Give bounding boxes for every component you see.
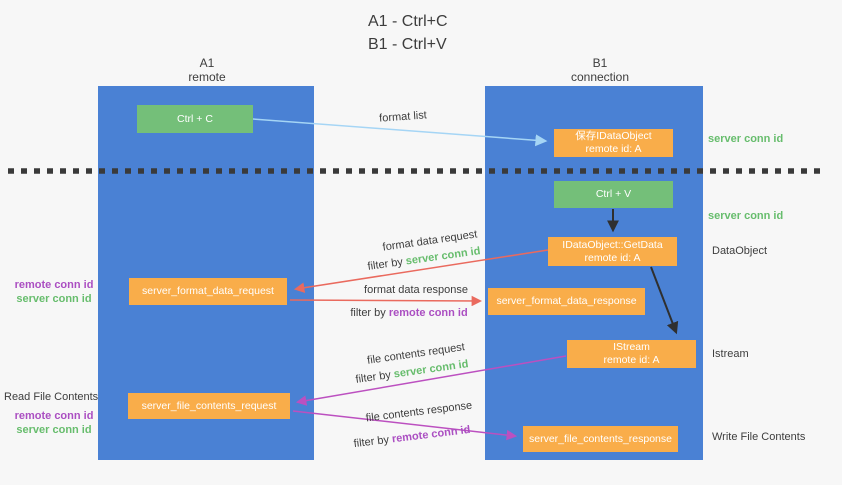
write-file-contents-label: Write File Contents [712, 431, 806, 443]
server-conn-id-left-bottom-label: server conn id [16, 424, 92, 436]
read-file-contents-label: Read File Contents [4, 391, 99, 403]
getdata-line1: IDataObject::GetData [562, 238, 663, 251]
server-format-data-response-box: server_format_data_response [488, 288, 645, 315]
istream-line1: IStream [613, 341, 650, 353]
istream-box: IStream remote id: A [567, 340, 696, 368]
server-file-contents-request-box: server_file_contents_request [128, 393, 290, 419]
dataobject-label: DataObject [712, 245, 768, 257]
lane-a1-name: A1 [199, 56, 215, 70]
save-idataobject-line1: 保存IDataObject [575, 130, 652, 142]
lane-b1-subtitle: connection [570, 70, 630, 84]
idataobject-getdata-box: IDataObject::GetData remote id: A [548, 237, 677, 266]
ctrl-v-box: Ctrl + V [554, 181, 673, 208]
ctrl-c-label: Ctrl + C [177, 112, 213, 125]
a1-mid-conn-ids: remote conn id server conn id [8, 278, 100, 306]
server-file-contents-request-label: server_file_contents_request [141, 399, 277, 412]
server-conn-id-mid-label: server conn id [708, 210, 784, 222]
ctrl-v-label: Ctrl + V [595, 188, 632, 200]
remote-conn-id-bottom-label: remote conn id [14, 410, 94, 422]
lane-a1-subtitle: remote [188, 70, 226, 84]
server-conn-id-left-mid-label: server conn id [16, 293, 92, 305]
lane-header-b1: B1 connection [550, 56, 650, 84]
istream-line2: remote id: A [603, 354, 660, 366]
title-line1: A1 - Ctrl+C [368, 13, 448, 30]
server-conn-id-top-label: server conn id [708, 133, 784, 145]
diagram-title: A1 - Ctrl+C B1 - Ctrl+V [368, 10, 448, 56]
title-line2: B1 - Ctrl+V [368, 36, 447, 53]
file-contents-request-arrow [295, 355, 567, 406]
format-data-response-filter-label: filter by remote conn id [350, 307, 467, 319]
save-idataobject-line2: remote id: A [585, 143, 642, 155]
file-contents-response-arrow [292, 410, 518, 441]
lane-b1-name: B1 [592, 56, 608, 70]
format-list-arrow [252, 118, 548, 147]
format-data-response-label: format data response [364, 284, 468, 296]
server-format-data-request-box: server_format_data_request [129, 278, 287, 305]
getdata-to-istream-arrow [650, 266, 679, 335]
remote-conn-id-filter-text: remote conn id [388, 307, 468, 319]
server-format-data-request-label: server_format_data_request [142, 285, 274, 297]
filter-by-text: filter by [350, 307, 386, 319]
istream-side-label: Istream [712, 348, 749, 360]
remote-conn-id-mid-label: remote conn id [14, 279, 94, 291]
lane-header-a1: A1 remote [157, 56, 257, 84]
a1-bottom-conn-ids: remote conn id server conn id [8, 409, 100, 437]
save-idataobject-box: 保存IDataObject remote id: A [554, 129, 673, 157]
format-data-request-arrow [293, 249, 549, 293]
ctrl-c-box: Ctrl + C [137, 105, 253, 133]
server-file-contents-response-label: server_file_contents_response [528, 432, 672, 445]
format-data-response-arrow [289, 295, 483, 307]
server-file-contents-response-box: server_file_contents_response [523, 426, 678, 452]
server-format-data-response-label: server_format_data_response [496, 295, 637, 307]
getdata-line2: remote id: A [584, 251, 641, 264]
